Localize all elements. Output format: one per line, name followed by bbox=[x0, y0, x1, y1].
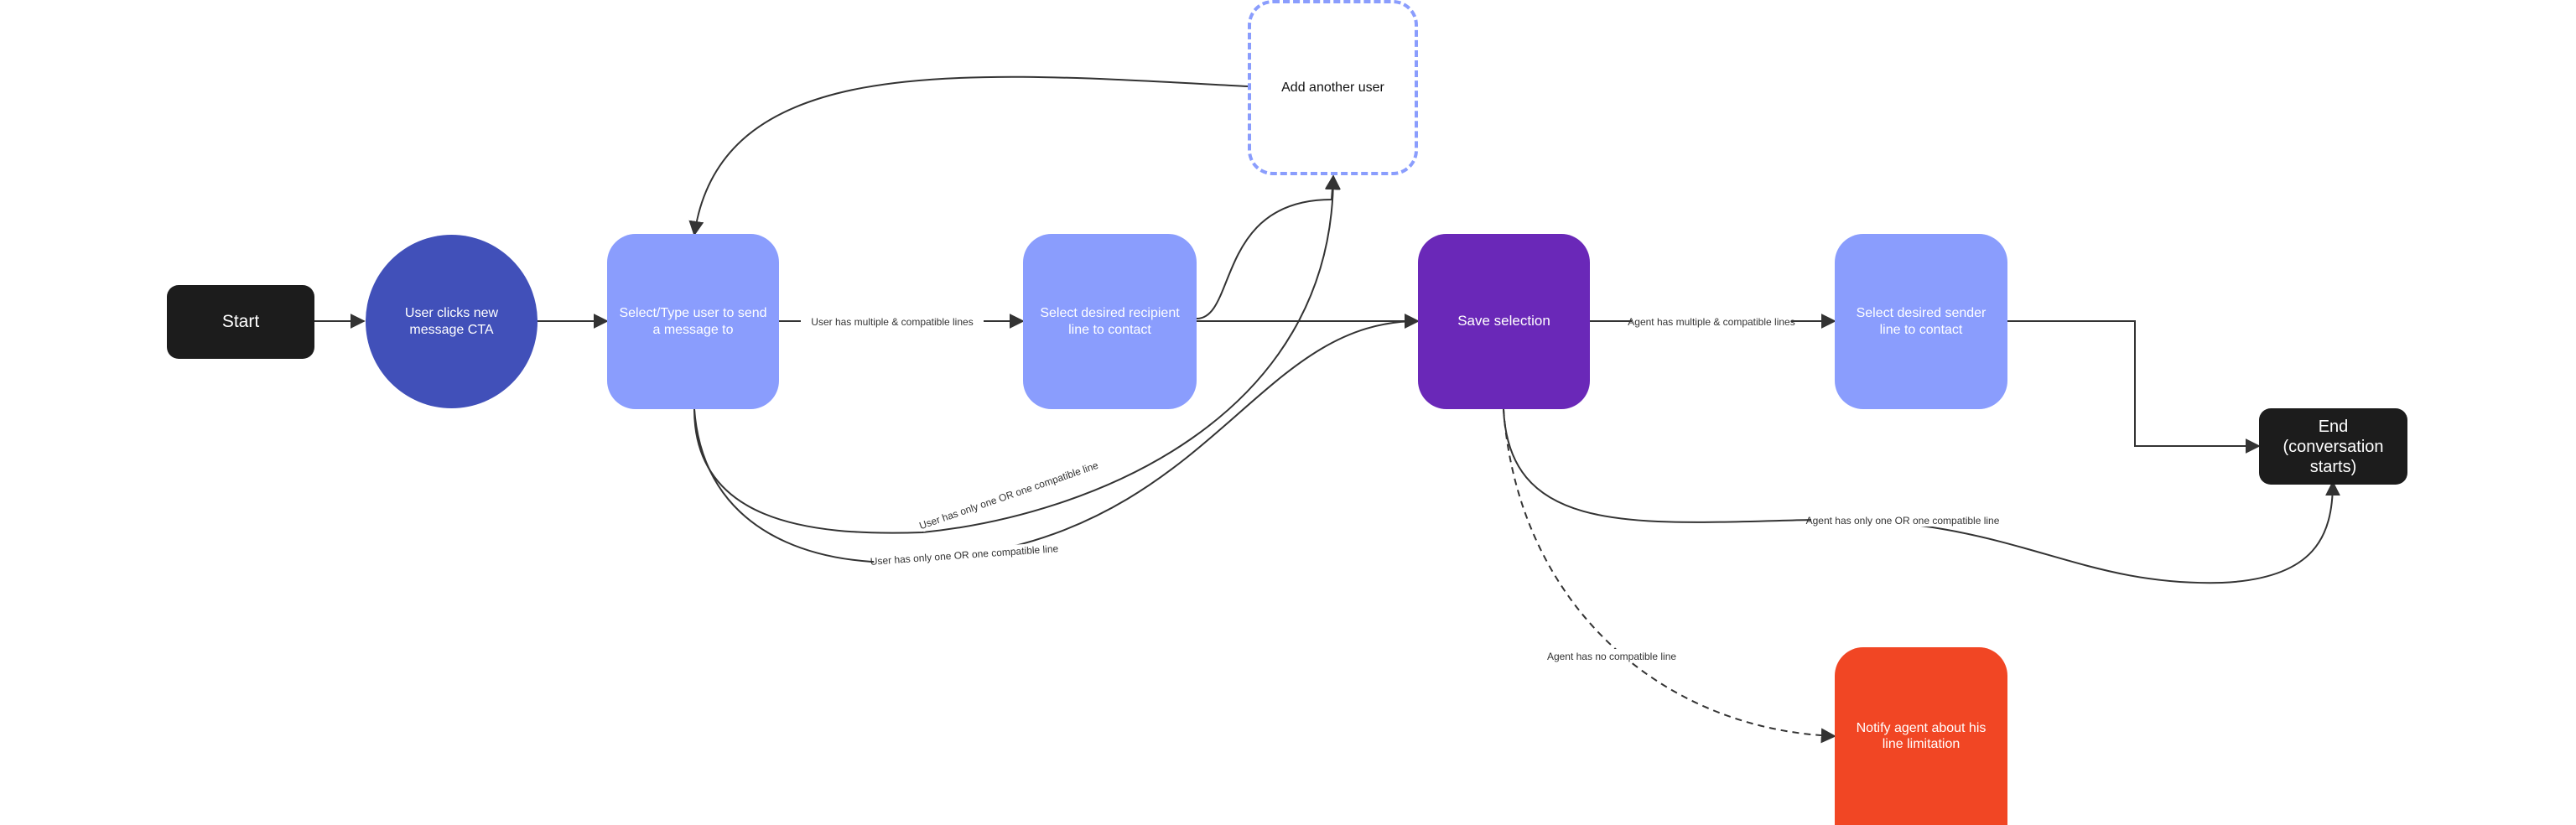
user-clicks-new-message-label: User clicks new message CTA bbox=[404, 306, 499, 337]
user-clicks-new-message-node[interactable]: User clicks new message CTA bbox=[366, 235, 538, 408]
edge-add-user-to-select-user bbox=[688, 75, 1249, 236]
edge-label-user-one-line-to-add: User has only one OR one compatible line bbox=[917, 459, 1099, 532]
add-another-user-node[interactable]: Add another user bbox=[1248, 0, 1418, 175]
select-recipient-line-label: Select desired recipient line to contact bbox=[1040, 306, 1180, 337]
select-sender-line-node[interactable]: Select desired sender line to contact bbox=[1835, 234, 2007, 409]
notify-agent-node[interactable]: Notify agent about his line limitation bbox=[1835, 647, 2007, 825]
edge-save-one-line-to-end bbox=[1503, 408, 2340, 584]
edge-select-user-one-line-to-add-user bbox=[693, 174, 1341, 534]
edge-label-agent-one-line: Agent has only one OR one compatible lin… bbox=[1806, 515, 2000, 527]
edge-label-agent-no-line: Agent has no compatible line bbox=[1547, 651, 1676, 662]
edge-recipient-line-to-add-user bbox=[1196, 174, 1340, 319]
select-sender-line-label: Select desired sender line to contact bbox=[1856, 306, 1987, 337]
save-selection-label: Save selection bbox=[1457, 313, 1550, 329]
edge-save-no-line-to-notify bbox=[1503, 408, 1836, 744]
edge-label-user-one-line-to-save: User has only one OR one compatible line bbox=[870, 542, 1059, 568]
notify-agent-label: Notify agent about his line limitation bbox=[1856, 720, 1987, 751]
add-another-user-label: Add another user bbox=[1281, 80, 1384, 95]
edge-sender-line-to-end bbox=[2007, 320, 2261, 454]
save-selection-node[interactable]: Save selection bbox=[1418, 234, 1590, 409]
end-label: End (conversation starts) bbox=[2283, 417, 2384, 476]
select-recipient-line-node[interactable]: Select desired recipient line to contact bbox=[1023, 234, 1197, 409]
edge-label-user-multiple-lines: User has multiple & compatible lines bbox=[811, 316, 973, 328]
start-node[interactable]: Start bbox=[167, 285, 314, 359]
end-node[interactable]: End (conversation starts) bbox=[2259, 408, 2407, 485]
start-label: Start bbox=[221, 312, 260, 332]
select-user-node[interactable]: Select/Type user to send a message to bbox=[607, 234, 779, 409]
select-user-label: Select/Type user to send a message to bbox=[619, 306, 767, 337]
edge-label-agent-multiple-lines: Agent has multiple & compatible lines bbox=[1628, 316, 1794, 328]
